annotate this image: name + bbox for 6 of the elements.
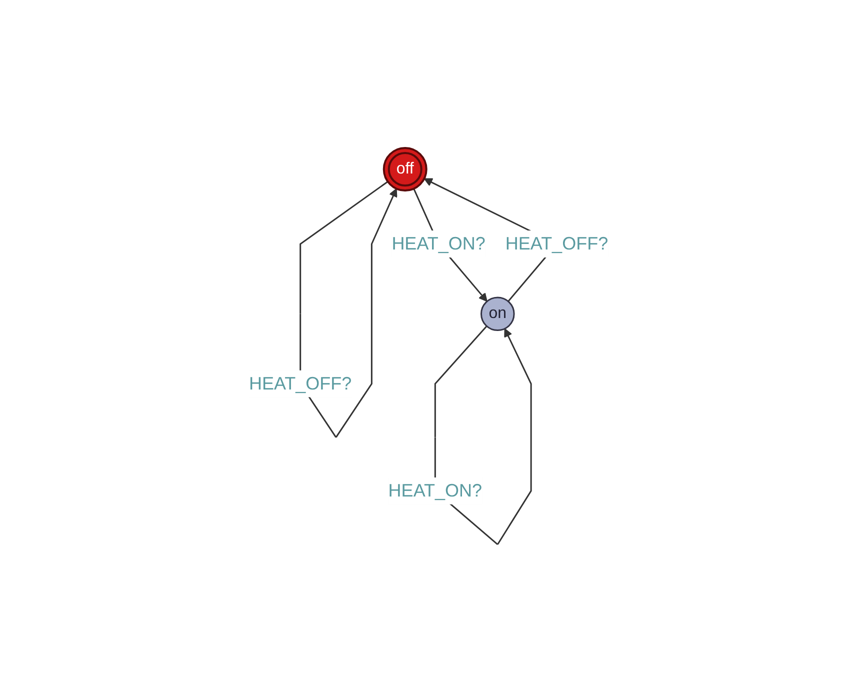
node-circle: on <box>480 296 515 332</box>
edge-label: HEAT_OFF? <box>505 234 608 254</box>
edge-label: HEAT_OFF? <box>248 374 352 394</box>
node-circle: off <box>382 147 428 192</box>
edge-label: HEAT_ON? <box>388 480 482 501</box>
edge-label: HEAT_ON? <box>392 234 486 254</box>
